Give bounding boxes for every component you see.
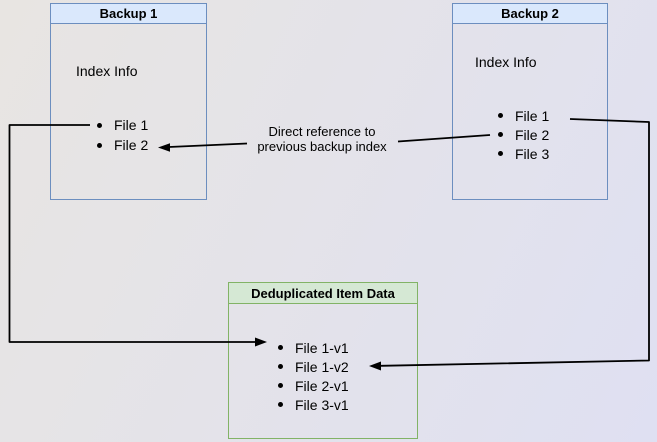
backup1-index-info-label: Index Info: [76, 63, 138, 79]
backup1-box: Backup 1: [50, 3, 207, 200]
list-item: File 3-v1: [278, 395, 349, 414]
list-item: File 1: [97, 115, 148, 135]
direct-reference-label-line1: Direct reference to: [268, 124, 376, 139]
bullet-icon: [278, 383, 283, 388]
file-label: File 1-v1: [295, 339, 349, 356]
list-item: File 3: [498, 144, 549, 163]
bullet-icon: [278, 364, 283, 369]
backup1-file-list: File 1 File 2: [97, 115, 148, 155]
bullet-icon: [278, 345, 283, 350]
backup2-file-list: File 1 File 2 File 3: [498, 106, 549, 163]
file-label: File 1: [114, 117, 149, 133]
list-item: File 1-v2: [278, 357, 349, 376]
backup2-box: Backup 2: [452, 3, 608, 200]
backup1-header: Backup 1: [51, 4, 206, 24]
direct-reference-label: Direct reference to previous backup inde…: [232, 124, 412, 154]
file-label: File 2-v1: [295, 377, 349, 394]
dedup-store-header: Deduplicated Item Data: [229, 283, 417, 304]
bullet-icon: [498, 151, 503, 156]
list-item: File 1: [498, 106, 549, 125]
file-label: File 2: [114, 137, 149, 153]
list-item: File 2: [97, 135, 148, 155]
list-item: File 2-v1: [278, 376, 349, 395]
file-label: File 1: [515, 107, 550, 124]
backup2-index-info-label: Index Info: [475, 54, 537, 70]
list-item: File 1-v1: [278, 338, 349, 357]
direct-reference-label-line2: previous backup index: [257, 139, 387, 154]
dedup-file-list: File 1-v1 File 1-v2 File 2-v1 File 3-v1: [278, 338, 349, 414]
file-label: File 1-v2: [295, 358, 349, 375]
bullet-icon: [97, 142, 102, 148]
backup2-header: Backup 2: [453, 4, 607, 24]
bullet-icon: [97, 122, 102, 128]
dedup-store-box: Deduplicated Item Data: [228, 282, 418, 439]
file-label: File 3: [515, 145, 550, 162]
bullet-icon: [498, 113, 503, 118]
file-label: File 3-v1: [295, 396, 349, 413]
bullet-icon: [278, 402, 283, 407]
list-item: File 2: [498, 125, 549, 144]
file-label: File 2: [515, 126, 550, 143]
bullet-icon: [498, 132, 503, 137]
